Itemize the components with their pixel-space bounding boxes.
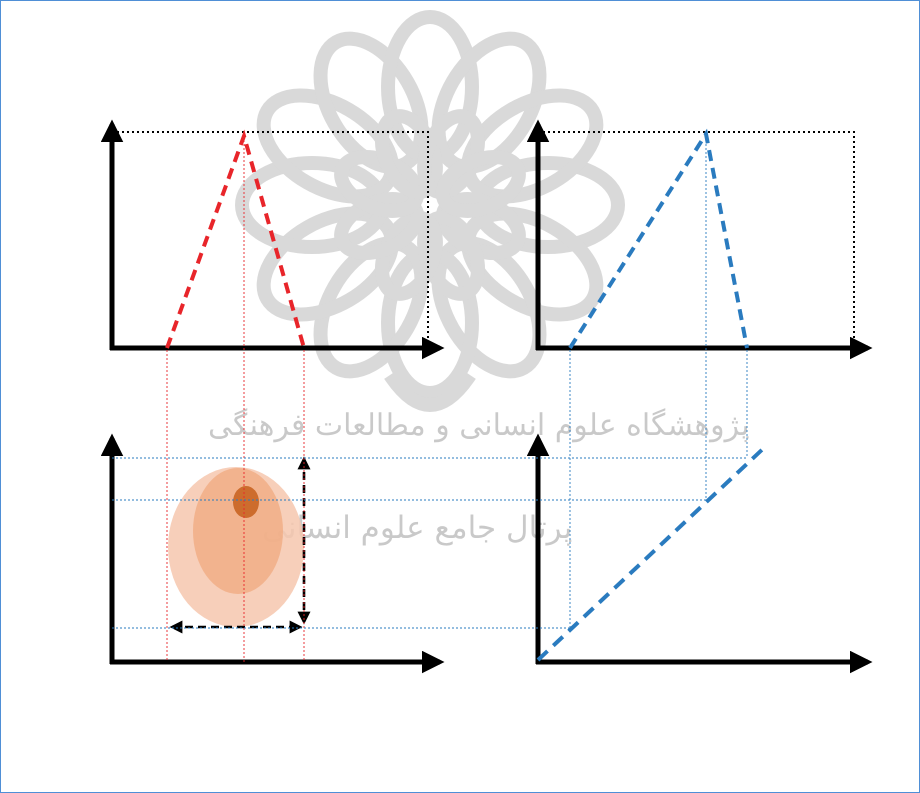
- blue-dashed-triangle: [568, 128, 749, 350]
- dotted-bounding-box: [112, 131, 429, 348]
- red-dashed-triangle: [165, 129, 306, 349]
- red-vertical-guides: [166, 140, 305, 662]
- dotted-bounding-box: [538, 131, 855, 348]
- panel-bottom-right: [526, 433, 873, 674]
- panel-bottom-left: [100, 433, 445, 674]
- panel-top-left: [100, 119, 445, 360]
- blue-horizontal-guides: [112, 457, 747, 629]
- panel-top-right: [526, 119, 873, 360]
- inner-core-ellipse: [233, 486, 259, 518]
- blue-vertical-guides: [569, 136, 748, 628]
- middle-ellipse: [193, 468, 283, 594]
- blue-dashed-diagonal: [536, 444, 768, 662]
